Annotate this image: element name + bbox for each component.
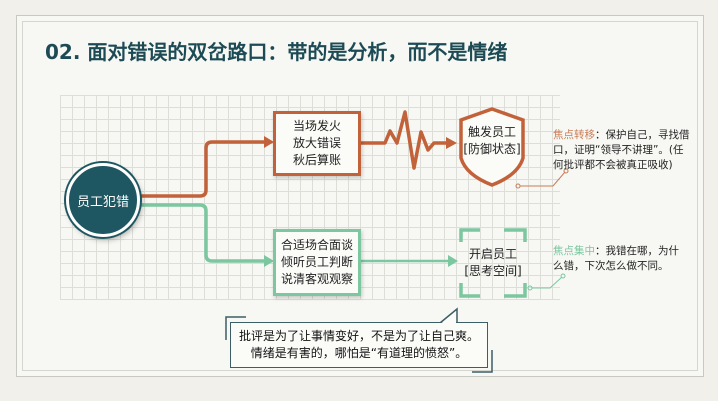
orange-arrowhead (264, 136, 274, 148)
shield-shape (459, 107, 525, 187)
bad-action: 放大错误 (292, 136, 341, 150)
orange-branch-arrow (140, 140, 266, 198)
green-branch-arrow (140, 203, 266, 263)
good-path-note: 焦点集中：我错在哪，为什么错，下次怎么做不同。 (553, 244, 683, 274)
slide-title: 02. 面对错误的双岔路口：带的是分析，而不是情绪 (45, 40, 508, 64)
good-actions-box: 合适场合面谈 倾听员工判断 说清客观观察 (273, 229, 361, 296)
note-text: ：保护自己，寻找借口，证明“领导不讲理”。(任何批评都不会被真正吸收) (553, 129, 690, 171)
green-arrowhead-2 (448, 255, 458, 267)
slide-inner-frame (22, 21, 698, 371)
bad-action: 秋后算账 (292, 153, 341, 167)
thinking-space-label: 开启员工 [思考空间] (461, 246, 525, 280)
good-result-line: 开启员工 (468, 247, 517, 261)
good-action: 说清客观观察 (280, 272, 353, 286)
green-arrowhead (264, 255, 274, 267)
bad-result-line: [防御状态] (463, 142, 521, 156)
callout-corner-brackets (225, 316, 493, 373)
note-label: 焦点集中 (553, 245, 595, 257)
focus-bracket (459, 228, 527, 298)
bad-action: 当场发火 (292, 119, 341, 133)
good-action: 合适场合面谈 (280, 238, 353, 252)
orange-arrowhead-2 (446, 137, 457, 149)
callout-line: 批评是为了让事情变好，不是为了让自己爽。 (238, 329, 479, 343)
defense-shield-label: 触发员工 [防御状态] (461, 124, 523, 158)
note-text: ：我错在哪，为什么错，下次怎么做不同。 (553, 245, 679, 272)
bad-actions-box: 当场发火 放大错误 秋后算账 (273, 111, 361, 176)
heartbeat-line (361, 110, 448, 170)
key-message-callout: 批评是为了让事情变好，不是为了让自己爽。 情绪是有害的，哪怕是“有道理的愤怒”。 (230, 322, 488, 368)
note-label: 焦点转移 (553, 129, 595, 141)
good-result-line: [思考空间] (464, 264, 522, 278)
start-node: 员工犯错 (66, 163, 140, 237)
orange-leader-line (515, 168, 569, 189)
bad-result-line: 触发员工 (467, 125, 516, 139)
bad-path-note: 焦点转移：保护自己，寻找借口，证明“领导不讲理”。(任何批评都不会被真正吸收) (553, 128, 693, 173)
good-action: 倾听员工判断 (280, 255, 353, 269)
green-leader-line (527, 273, 566, 291)
callout-line: 情绪是有害的，哪怕是“有道理的愤怒”。 (250, 346, 468, 360)
